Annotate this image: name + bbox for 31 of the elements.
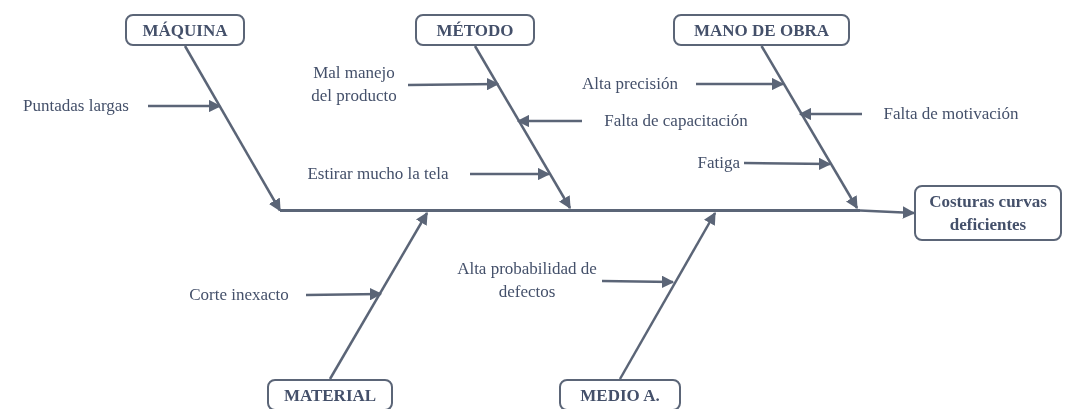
arrow [328, 211, 429, 380]
category-box: MATERIAL [267, 379, 393, 409]
arrow [148, 99, 222, 113]
arrow [602, 275, 675, 289]
category-box: MÉTODO [415, 14, 535, 46]
cause-label: Alta probabilidad de defectos [456, 257, 598, 305]
cause-label: Estirar mucho la tela [290, 162, 466, 186]
cause-label: Corte inexacto [176, 283, 302, 307]
category-box: MÁQUINA [125, 14, 245, 46]
cause-label: Falta de capacitación [586, 109, 766, 133]
cause-label: Puntadas largas [8, 94, 144, 118]
arrow [470, 167, 551, 181]
arrow [306, 287, 383, 301]
fishbone-spine [280, 209, 860, 212]
effect-box: Costuras curvas deficientes [914, 185, 1062, 241]
cause-label: Falta de motivación [866, 102, 1036, 126]
cause-label: Fatiga [680, 151, 740, 175]
cause-label: Alta precisión [568, 72, 692, 96]
cause-label: Mal manejo del producto [304, 61, 404, 109]
arrow [408, 77, 500, 91]
arrow [696, 77, 785, 91]
arrow [744, 157, 832, 171]
arrow [473, 45, 572, 210]
arrow [618, 211, 717, 380]
category-box: MANO DE OBRA [673, 14, 850, 46]
arrow [760, 45, 859, 210]
arrow [516, 114, 582, 128]
arrow [183, 45, 282, 212]
arrow [798, 107, 862, 121]
arrow [859, 206, 916, 219]
category-box: MEDIO A. [559, 379, 681, 409]
